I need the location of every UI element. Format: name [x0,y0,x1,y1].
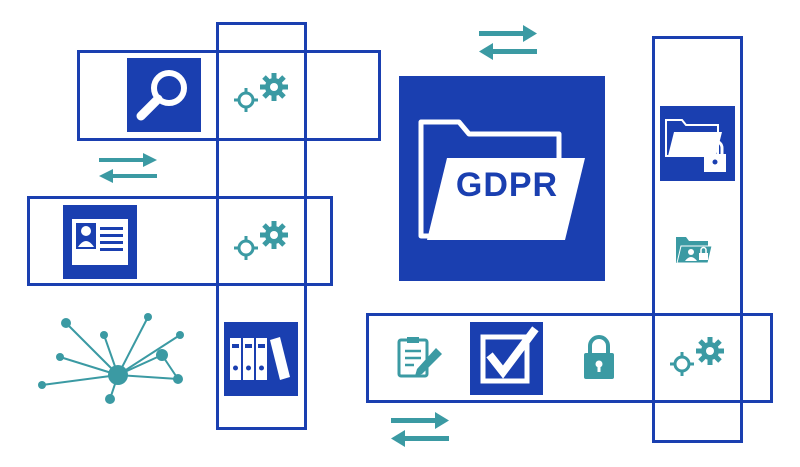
folder-user-lock-icon [676,237,713,264]
binders-tile [224,322,298,396]
folder-icon [418,119,585,240]
magnifier-tile [127,58,201,132]
arrows-swap-icon [391,412,449,447]
gdpr-label: GDPR [455,166,559,204]
magnifier-icon [136,70,187,121]
folder-lock-icon [665,119,726,172]
gears-icon [234,221,288,260]
id-card-icon [72,219,128,265]
left-vertical-frame [216,22,307,430]
clipboard-edit-icon [397,337,442,378]
binders-icon [230,337,290,380]
checkbox-tile [470,322,543,395]
top-left-horizontal-frame [77,50,381,141]
bottom-right-horizontal-frame [366,313,773,403]
folder-lock-tile [660,106,735,181]
right-vertical-frame [652,36,743,443]
gears-icon [670,337,724,376]
id-card-tile [63,205,137,279]
gears-icon [234,73,288,112]
arrows-swap-icon [479,25,537,60]
checkbox-check-icon [480,326,539,384]
gdpr-tile [399,76,605,281]
network-icon [38,313,184,404]
padlock-icon [584,335,614,379]
middle-left-horizontal-frame [27,196,333,286]
arrows-swap-icon [99,153,157,183]
